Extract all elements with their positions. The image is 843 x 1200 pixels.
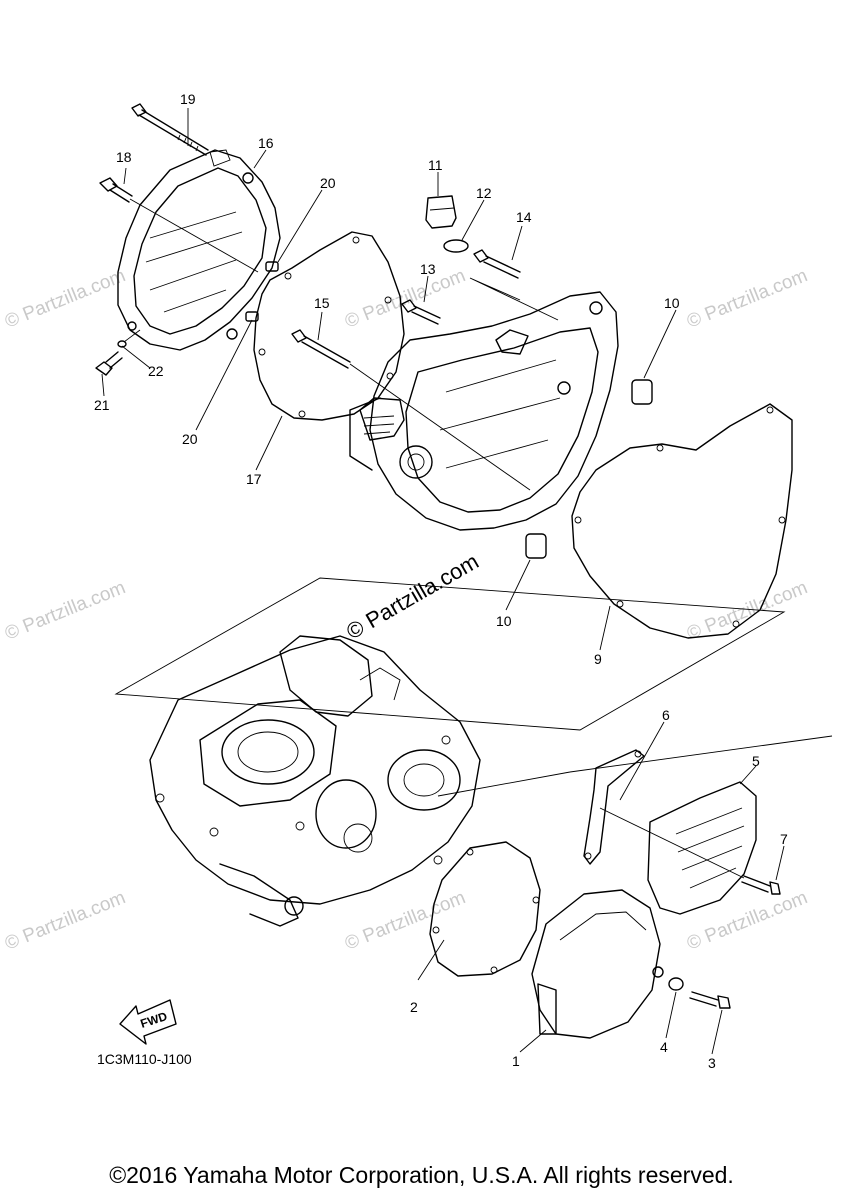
dowel-20-lower: [245, 311, 259, 322]
bolt-18: [99, 177, 259, 273]
diagram-code: 1C3M110-J100: [97, 1051, 192, 1067]
callout-6: 6: [662, 707, 670, 723]
callout-22: 22: [148, 363, 164, 379]
bolt-19: [131, 103, 209, 156]
crankcase-cover: [349, 291, 619, 531]
callout-3: 3: [708, 1055, 716, 1071]
callout-2: 2: [410, 999, 418, 1015]
gasket-2: [429, 841, 541, 977]
oil-filler-cap-11: [425, 195, 457, 229]
callout-17: 17: [246, 471, 262, 487]
guard-5: [647, 781, 757, 915]
callout-9: 9: [594, 651, 602, 667]
watermark: © Partzilla.com: [2, 887, 129, 954]
outer-cover: [117, 149, 281, 351]
watermark: © Partzilla.com: [684, 577, 811, 644]
callout-1: 1: [512, 1053, 520, 1069]
bolt-3: [689, 991, 731, 1009]
callout-21: 21: [94, 397, 110, 413]
callout-10-upper: 10: [664, 295, 680, 311]
watermark: © Partzilla.com: [684, 887, 811, 954]
callout-7: 7: [780, 831, 788, 847]
callout-18: 18: [116, 149, 132, 165]
dowel-20-upper: [265, 261, 279, 272]
dowel-10-upper: [631, 379, 653, 405]
leader-lines: [101, 108, 785, 1055]
callout-12: 12: [476, 185, 492, 201]
bolt-21: [95, 329, 141, 376]
callout-20-lower: 20: [182, 431, 198, 447]
washer-4: [668, 977, 684, 991]
bolt-7: [599, 807, 781, 895]
watermark: © Partzilla.com: [2, 577, 129, 644]
callout-5: 5: [752, 753, 760, 769]
assembly-guide-lower: [569, 735, 833, 773]
assembly-guide-middle: [114, 577, 786, 731]
crankcase: [149, 635, 571, 927]
fwd-arrow: FWD: [119, 999, 177, 1045]
callout-4: 4: [660, 1039, 668, 1055]
bolt-13: [401, 299, 441, 325]
center-watermark: © Partzilla.com: [342, 549, 483, 645]
o-ring-12: [443, 239, 469, 253]
callout-19: 19: [180, 91, 196, 107]
callout-16: 16: [258, 135, 274, 151]
assembly-guide-upper: [469, 277, 559, 321]
callout-13: 13: [420, 261, 436, 277]
watermark: © Partzilla.com: [342, 887, 469, 954]
bracket-6: [583, 749, 645, 865]
callout-11: 11: [428, 157, 443, 173]
bolt-15: [291, 329, 531, 491]
callout-10-lower: 10: [496, 613, 512, 629]
bolt-14: [473, 249, 521, 279]
gasket-9: [571, 403, 793, 639]
callout-labels: 1 2 3 4 5 6 7 9 10 10 11 12 13 14 15 16 …: [94, 91, 788, 1071]
watermark: © Partzilla.com: [342, 265, 469, 332]
callout-20-upper: 20: [320, 175, 336, 191]
cover-1: [531, 889, 664, 1039]
copyright-notice: ©2016 Yamaha Motor Corporation, U.S.A. A…: [109, 1162, 734, 1188]
callout-14: 14: [516, 209, 532, 225]
callout-15: 15: [314, 295, 330, 311]
dowel-10-lower: [525, 533, 547, 559]
watermark: © Partzilla.com: [2, 265, 129, 332]
gasket-17: [253, 231, 405, 421]
watermark: © Partzilla.com: [684, 265, 811, 332]
